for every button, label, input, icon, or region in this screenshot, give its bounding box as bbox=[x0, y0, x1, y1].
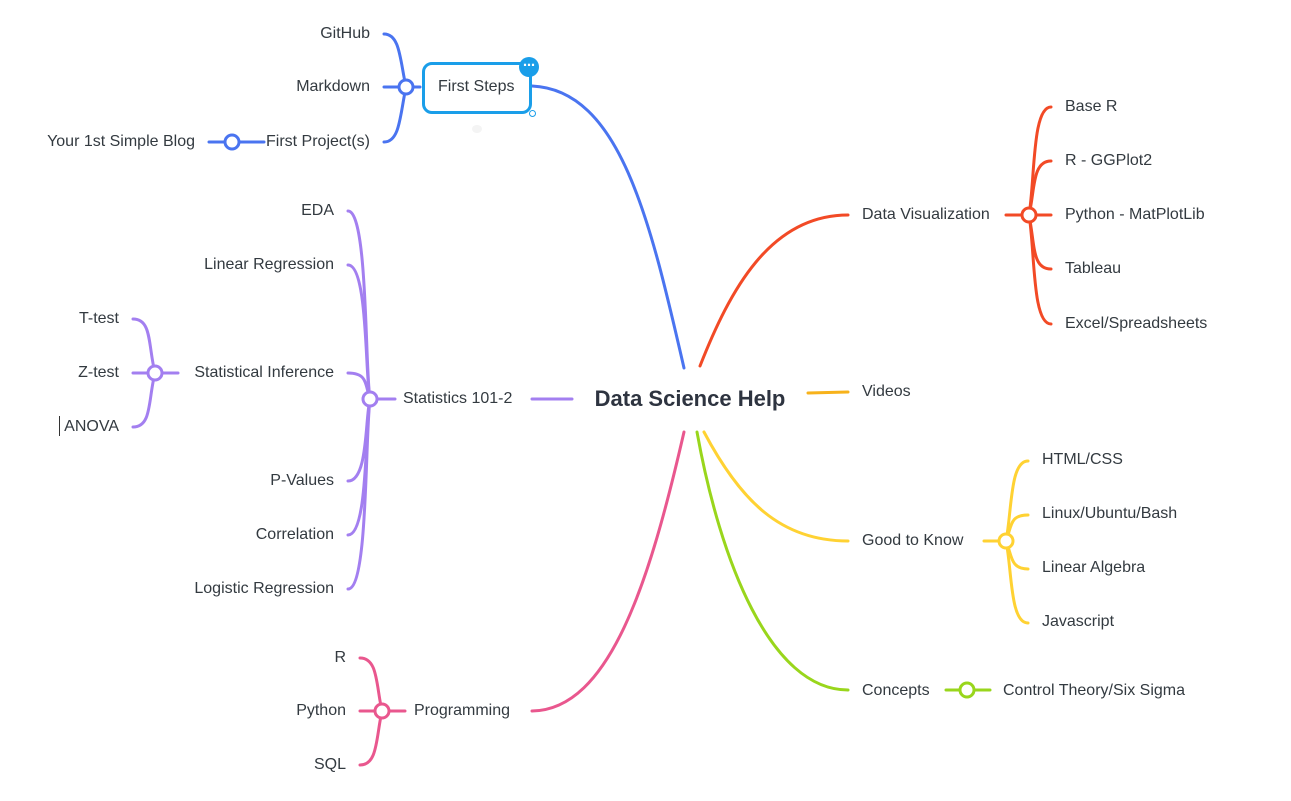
programming-collapse-toggle[interactable] bbox=[373, 702, 391, 720]
connector-good-to-know bbox=[702, 430, 850, 543]
topic-github[interactable]: GitHub bbox=[320, 25, 370, 42]
topic-linear-algebra[interactable]: Linear Algebra bbox=[1042, 559, 1146, 576]
topic-markdown[interactable]: Markdown bbox=[296, 78, 370, 95]
inference-collapse-toggle[interactable] bbox=[146, 364, 164, 382]
topic-excel-spreadsheets[interactable]: Excel/Spreadsheets bbox=[1065, 315, 1208, 332]
first-steps-collapse-toggle[interactable] bbox=[397, 78, 415, 96]
good-to-know-bracket bbox=[982, 459, 1030, 625]
more-options-icon[interactable]: ⋯ bbox=[519, 57, 539, 77]
topic-logistic-regression[interactable]: Logistic Regression bbox=[194, 580, 334, 597]
topic-z-test[interactable]: Z-test bbox=[78, 364, 119, 381]
selected-topic-frame[interactable] bbox=[422, 62, 532, 114]
topic-p-values[interactable]: P-Values bbox=[270, 472, 334, 489]
topic-sql[interactable]: SQL bbox=[313, 756, 346, 773]
root-topic[interactable]: Data Science Help bbox=[594, 386, 786, 411]
topic-tableau[interactable]: Tableau bbox=[1065, 260, 1122, 277]
first-project-collapse-toggle[interactable] bbox=[223, 133, 241, 151]
topic-python[interactable]: Python bbox=[296, 702, 346, 719]
topic-python-matplotlib[interactable]: Python - MatPlotLib bbox=[1065, 206, 1205, 223]
resize-handle[interactable] bbox=[529, 110, 536, 117]
topic-control-theory-six-sigma[interactable]: Control Theory/Six Sigma bbox=[1003, 682, 1185, 699]
statistics-bracket bbox=[131, 209, 397, 591]
connector-concepts bbox=[695, 430, 850, 692]
topic-videos[interactable]: Videos bbox=[862, 383, 911, 400]
topic-concepts[interactable]: Concepts bbox=[862, 682, 930, 699]
topic-good-to-know[interactable]: Good to Know bbox=[862, 532, 964, 549]
topic-data-visualization[interactable]: Data Visualization bbox=[862, 206, 990, 223]
topic-anova[interactable]: ANOVA bbox=[64, 418, 119, 435]
good-to-know-collapse-toggle[interactable] bbox=[997, 532, 1015, 550]
topic-linux-ubuntu-bash[interactable]: Linux/Ubuntu/Bash bbox=[1042, 505, 1178, 522]
connector-videos bbox=[806, 390, 850, 395]
topic-r-ggplot2[interactable]: R - GGPlot2 bbox=[1065, 152, 1153, 169]
connector-first-steps bbox=[530, 84, 686, 370]
topic-html-css[interactable]: HTML/CSS bbox=[1042, 451, 1123, 468]
topic-linear-regression[interactable]: Linear Regression bbox=[204, 256, 334, 273]
topic-programming[interactable]: Programming bbox=[414, 702, 511, 719]
topic-correlation[interactable]: Correlation bbox=[255, 526, 334, 543]
topic-t-test[interactable]: T-test bbox=[78, 310, 119, 327]
topic-first-projects[interactable]: First Project(s) bbox=[266, 133, 370, 150]
topic-javascript[interactable]: Javascript bbox=[1042, 613, 1115, 630]
concepts-collapse-toggle[interactable] bbox=[958, 681, 976, 699]
connector-data-viz bbox=[698, 213, 850, 368]
connector-programming bbox=[530, 430, 686, 713]
add-subtopic-icon[interactable] bbox=[472, 125, 482, 133]
topic-statistics[interactable]: Statistics 101-2 bbox=[403, 390, 513, 407]
topic-first-steps[interactable]: First Steps bbox=[438, 78, 515, 95]
statistics-collapse-toggle[interactable] bbox=[361, 390, 379, 408]
topic-eda[interactable]: EDA bbox=[301, 202, 334, 219]
text-cursor bbox=[59, 416, 60, 436]
topic-r[interactable]: R bbox=[334, 649, 346, 666]
topic-first-simple-blog[interactable]: Your 1st Simple Blog bbox=[47, 133, 195, 150]
topic-statistical-inference[interactable]: Statistical Inference bbox=[194, 364, 334, 381]
topic-base-r[interactable]: Base R bbox=[1065, 98, 1118, 115]
data-viz-collapse-toggle[interactable] bbox=[1020, 206, 1038, 224]
